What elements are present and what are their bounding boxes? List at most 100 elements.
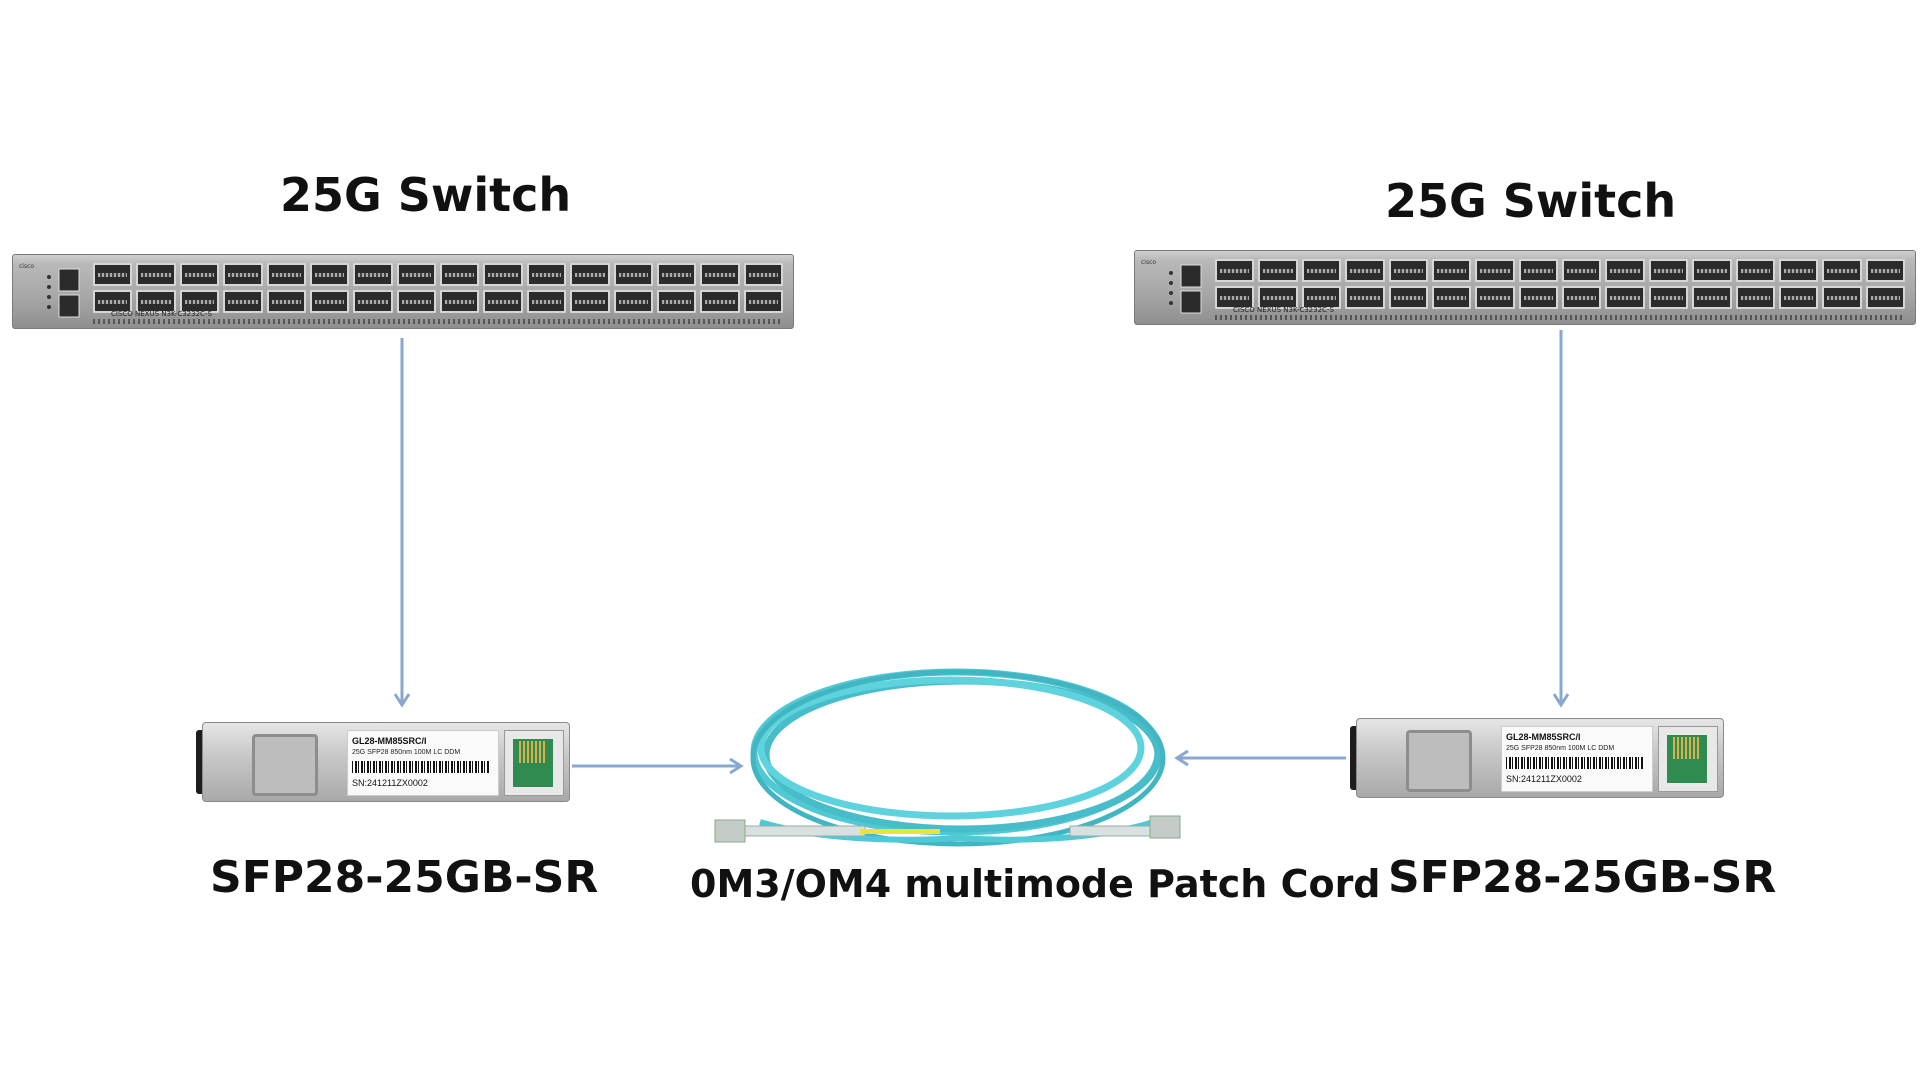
switch-port	[1692, 259, 1732, 282]
barcode-icon	[352, 761, 490, 773]
switch-port	[1345, 259, 1385, 282]
switch-port	[700, 290, 740, 313]
switch-port	[1692, 286, 1732, 309]
switch-port	[1258, 259, 1298, 282]
switch-model-text: CISCO NEXUS N3K-C3232C-S	[111, 310, 212, 318]
port-column	[1822, 259, 1862, 309]
sfp-description: 25G SFP28 850nm 100M LC DDM	[1506, 745, 1615, 752]
port-column	[483, 263, 523, 313]
switch-port	[266, 290, 306, 313]
switch-port	[656, 263, 697, 286]
barcode-icon	[1506, 757, 1644, 769]
switch-port	[1431, 286, 1472, 309]
port-column	[266, 263, 306, 313]
left-switch: cisco CISCO NEXUS N3K-C3232C-S	[12, 254, 794, 329]
port-column	[1258, 259, 1298, 309]
switch-port	[223, 263, 263, 286]
sfp-sticker: GL28-MM85SRC/I 25G SFP28 850nm 100M LC D…	[1501, 726, 1653, 792]
switch-port	[1345, 286, 1385, 309]
port-column	[743, 263, 783, 313]
sfp-serial-number: SN:241211ZX0002	[352, 778, 428, 788]
switch-port	[483, 290, 523, 313]
switch-port	[1518, 259, 1558, 282]
switch-port	[440, 290, 480, 313]
left-switch-label: 25G Switch	[280, 168, 572, 222]
port-column	[1605, 259, 1645, 309]
switch-port	[440, 263, 480, 286]
switch-port	[1518, 286, 1558, 309]
port-column	[1301, 259, 1342, 309]
port-column	[93, 263, 133, 313]
switch-port	[1735, 286, 1775, 309]
port-column	[396, 263, 436, 313]
switch-port	[136, 290, 176, 313]
switch-port	[1258, 286, 1298, 309]
left-sfp-module: GL28-MM85SRC/I 25G SFP28 850nm 100M LC D…	[196, 722, 570, 802]
sfp-sticker: GL28-MM85SRC/I 25G SFP28 850nm 100M LC D…	[347, 730, 499, 796]
status-led-icon	[47, 268, 80, 318]
sfp-part-number: GL28-MM85SRC/I	[352, 736, 427, 746]
port-column	[1562, 259, 1602, 309]
lc-connector-icon	[714, 815, 1181, 843]
port-column	[1865, 259, 1905, 309]
switch-port	[1388, 259, 1428, 282]
switch-port	[353, 290, 393, 313]
switch-port	[743, 290, 783, 313]
port-column	[526, 263, 567, 313]
switch-port	[1648, 286, 1689, 309]
switch-vent	[1215, 315, 1905, 320]
switch-port	[1301, 259, 1342, 282]
sfp-connector	[1658, 726, 1718, 792]
switch-port	[1475, 259, 1515, 282]
switch-port-block	[93, 263, 783, 313]
switch-port	[570, 263, 610, 286]
right-module-label: SFP28-25GB-SR	[1388, 852, 1777, 903]
switch-port	[1562, 259, 1602, 282]
switch-port	[1865, 286, 1905, 309]
switch-port	[613, 290, 653, 313]
switch-port	[1735, 259, 1775, 282]
switch-port	[483, 263, 523, 286]
port-column	[353, 263, 393, 313]
switch-port	[353, 263, 393, 286]
switch-status-panel	[13, 255, 83, 328]
sfp-connector	[504, 730, 564, 796]
switch-port	[1605, 259, 1645, 282]
switch-port	[1215, 259, 1255, 282]
status-led-icon	[1169, 264, 1202, 314]
switch-port	[396, 290, 436, 313]
switch-port	[1778, 259, 1819, 282]
switch-port	[700, 263, 740, 286]
sfp-description: 25G SFP28 850nm 100M LC DDM	[352, 749, 461, 756]
right-switch-label: 25G Switch	[1385, 174, 1677, 228]
switch-port-block	[1215, 259, 1905, 309]
port-column	[136, 263, 176, 313]
switch-port	[1431, 259, 1472, 282]
port-column	[656, 263, 697, 313]
port-column	[1475, 259, 1515, 309]
switch-status-panel	[1135, 251, 1205, 324]
switch-port	[743, 263, 783, 286]
switch-port	[1865, 259, 1905, 282]
port-column	[1388, 259, 1428, 309]
port-column	[613, 263, 653, 313]
port-column	[1215, 259, 1255, 309]
switch-port	[570, 290, 610, 313]
sfp-serial-number: SN:241211ZX0002	[1506, 774, 1582, 784]
switch-port	[1822, 286, 1862, 309]
switch-port	[1215, 286, 1255, 309]
switch-port	[136, 263, 176, 286]
switch-port	[1301, 286, 1342, 309]
switch-port	[93, 290, 133, 313]
port-column	[1431, 259, 1472, 309]
switch-port	[396, 263, 436, 286]
cisco-logo: cisco	[19, 263, 35, 270]
switch-port	[526, 263, 567, 286]
switch-port	[1778, 286, 1819, 309]
switch-port	[93, 263, 133, 286]
patch-cord-label: 0M3/OM4 multimode Patch Cord	[690, 862, 1381, 906]
sfp-latch	[252, 734, 318, 796]
left-module-label: SFP28-25GB-SR	[210, 852, 599, 903]
right-switch: cisco CISCO NEXUS N3K-C3232C-S	[1134, 250, 1916, 325]
